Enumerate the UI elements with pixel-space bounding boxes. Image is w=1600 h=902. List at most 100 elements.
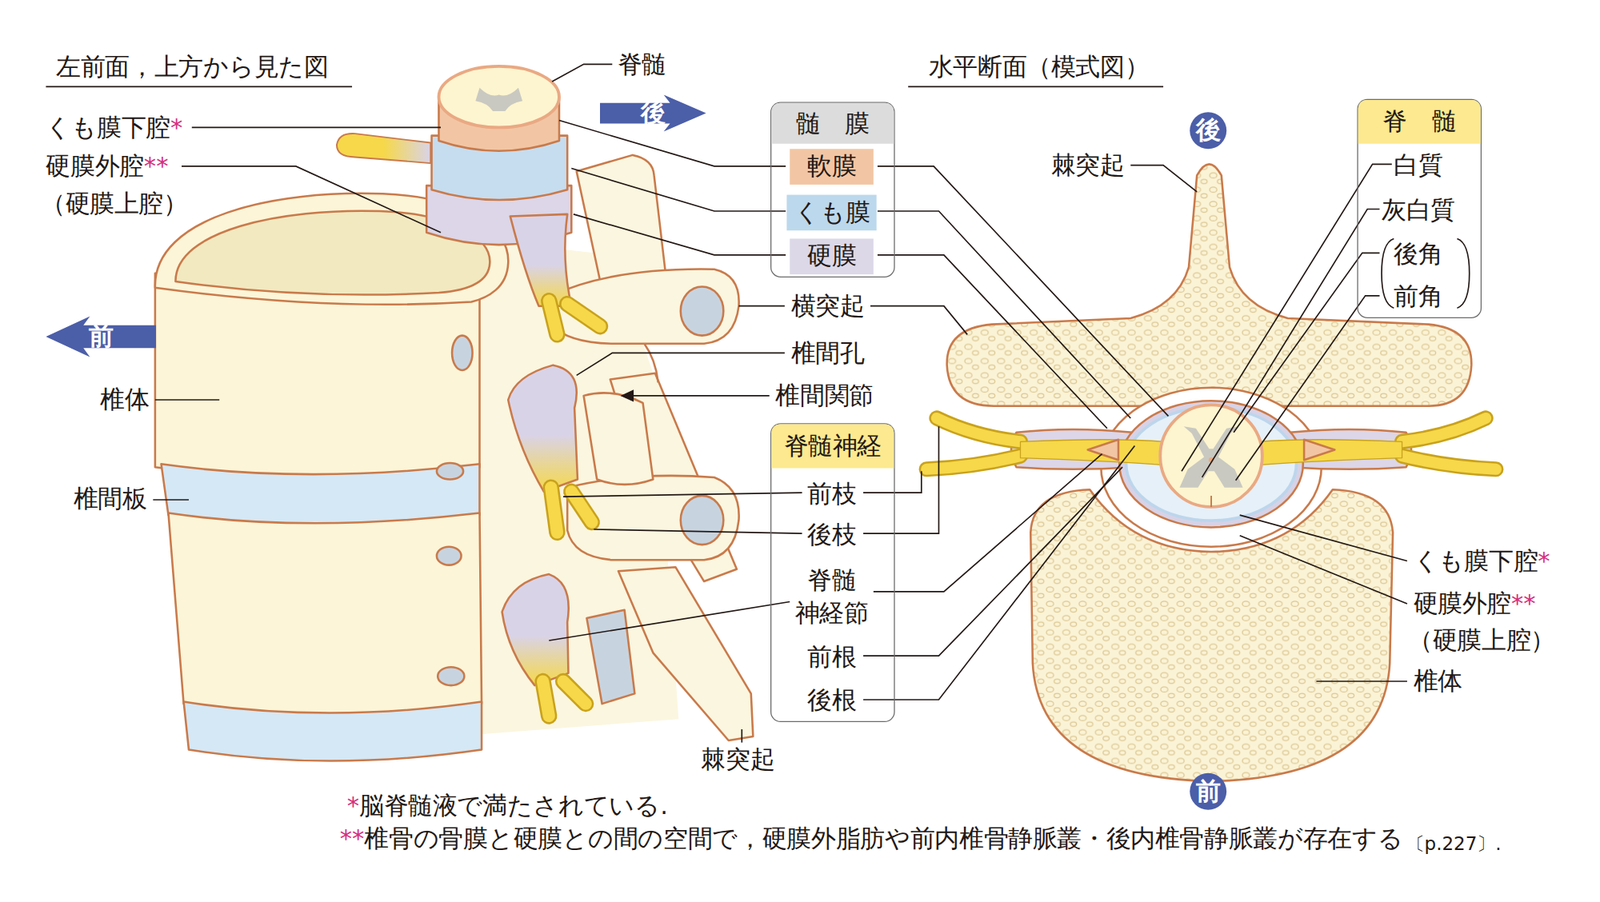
nerve-ramus <box>1402 456 1496 470</box>
nerve-ramus <box>543 300 600 716</box>
legend-box: 脊髄神経前枝後枝脊髄 神経節前根後根 <box>770 423 896 723</box>
leader-line <box>571 168 786 212</box>
box-heading: 髄 膜 <box>771 103 894 144</box>
anatomy-label: 棘突起 <box>700 745 775 775</box>
epidural-space <box>1100 388 1322 548</box>
node-text: 前 <box>1189 773 1227 811</box>
anatomy-label: 椎体 <box>100 385 149 415</box>
nerve-ramus <box>543 300 600 716</box>
anatomy-label: 椎間関節 <box>775 381 873 411</box>
leader-line <box>1236 296 1380 481</box>
nerve-ramus <box>543 681 550 716</box>
title-underline <box>45 86 352 88</box>
nerve-ramus <box>551 488 558 533</box>
anatomy-label: （硬膜上腔） <box>40 189 188 219</box>
direction-circle: 後 <box>1189 112 1227 149</box>
box-heading: 脊髄神経 <box>771 424 894 469</box>
leader-line <box>548 602 790 641</box>
nerve-sleeve <box>508 365 578 492</box>
node-text: 後 <box>600 95 707 132</box>
median-fissure <box>1210 496 1212 508</box>
title-underline <box>908 86 1164 88</box>
spinal-ganglion <box>1304 440 1335 461</box>
spinal-cord <box>1160 404 1263 508</box>
leader-line <box>630 395 769 397</box>
node-text: 前枝 <box>789 479 874 508</box>
nerve-ramus <box>936 418 1021 442</box>
membrane-swatch-box: 軟膜 <box>790 148 875 185</box>
anatomy-label: くも膜下腔* <box>1413 547 1551 576</box>
vascular-foramen <box>436 463 464 480</box>
legend-box: 髄 膜軟膜くも膜硬膜 <box>770 102 896 278</box>
spinal-cord-section <box>438 66 560 128</box>
leader-line <box>863 467 1123 656</box>
vertebral-arch <box>947 164 1472 406</box>
nerve-ramus <box>543 681 550 716</box>
anatomy-label: 棘突起 <box>1051 151 1125 180</box>
direction-arrow: 後 <box>600 95 707 132</box>
vascular-foramen <box>437 667 464 686</box>
spinous-process <box>618 567 753 741</box>
leader-line <box>563 492 802 497</box>
leader-line <box>573 214 786 256</box>
nerve-sleeve <box>502 574 569 686</box>
articular-process <box>584 392 654 485</box>
leader-line <box>863 445 1135 700</box>
legend-box: 脊 髄白質灰白質後角前角 <box>1356 99 1482 319</box>
asterisk-mark: ** <box>144 152 169 181</box>
nerve-ramus <box>548 300 557 335</box>
figure-title: 水平断面（模式図） <box>928 52 1150 82</box>
leader-line <box>576 352 785 376</box>
node-text: 前 <box>45 316 156 357</box>
leader-line <box>740 729 743 744</box>
node-text: くも膜 <box>787 195 877 232</box>
nerve-ramus <box>926 456 1020 470</box>
arrowhead <box>620 389 635 402</box>
node-text: 脊髄 神経節 <box>789 564 874 630</box>
spinal-ganglion <box>1088 440 1119 461</box>
leader-line <box>1316 680 1408 683</box>
anatomy-label: 脊髄 <box>617 50 667 80</box>
vertebral-body <box>168 513 482 716</box>
asterisk-mark: * <box>1537 547 1550 576</box>
nerve-ramus <box>563 681 586 704</box>
leader-line <box>877 255 1108 429</box>
nerve-ramus <box>548 300 557 335</box>
leader-line <box>181 166 441 233</box>
leader-line <box>1130 165 1197 192</box>
vascular-foramen <box>452 336 473 371</box>
membrane-swatch-box: 硬膜 <box>790 238 875 275</box>
spinal-nerve <box>336 133 431 164</box>
asterisk-mark: * <box>170 113 183 143</box>
node-text: 軟膜 <box>790 148 875 185</box>
anatomy-label: 硬膜外腔** <box>1413 589 1536 619</box>
leader-line <box>870 306 968 336</box>
leader-line <box>552 64 612 82</box>
nerve-ramus <box>926 456 1020 470</box>
arrow-shape <box>600 95 707 132</box>
leader-line <box>1240 536 1408 604</box>
node-text: 灰白質 <box>1376 196 1461 225</box>
leader-line <box>877 211 1131 419</box>
asterisk-mark: ** <box>1511 589 1536 619</box>
anatomy-label: （硬膜上腔） <box>1408 626 1556 656</box>
footnote: 〔p.227〕. <box>1406 829 1502 859</box>
leader-line <box>192 127 441 129</box>
nerve-sleeve <box>510 214 572 307</box>
leader-line <box>152 64 1408 743</box>
anatomy-label: 椎体 <box>1413 667 1463 696</box>
intervertebral-disc <box>161 464 480 526</box>
vertebra-cross-section <box>926 164 1496 782</box>
nerve-ramus <box>1402 418 1487 442</box>
leader-line <box>863 471 922 493</box>
footnote: *脳脊髄液で満たされている. <box>347 792 668 821</box>
leader-line <box>152 499 189 501</box>
node-text: 後根 <box>789 686 874 716</box>
nerve-root <box>1256 440 1402 466</box>
nerve-ramus <box>563 681 586 704</box>
footnote: **椎骨の骨膜と硬膜との間の空間で，硬膜外脂肪や前内椎骨静脈叢・後内椎骨静脈叢が… <box>340 824 1404 854</box>
nerve-ramus <box>936 418 1021 442</box>
nerve-ramus <box>567 304 600 327</box>
